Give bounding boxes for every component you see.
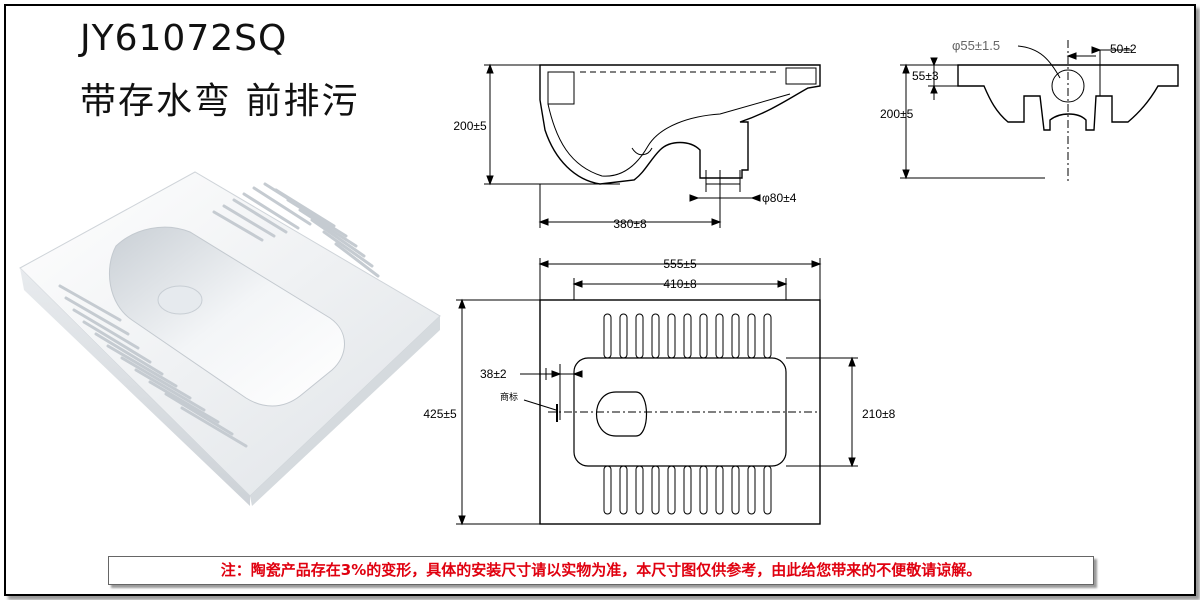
feature-subtitle: 带存水弯 前排污 bbox=[80, 81, 360, 122]
logo-offset-label: 38±2 bbox=[480, 367, 507, 381]
side-length-label: 380±8 bbox=[613, 217, 647, 231]
side-section-view bbox=[484, 63, 821, 228]
logo-label: 商标 bbox=[500, 391, 518, 402]
side-height-label: 200±5 bbox=[453, 119, 487, 133]
overall-depth-label: 425±5 bbox=[423, 407, 457, 421]
front-view bbox=[900, 40, 1179, 182]
front-height-label: 200±5 bbox=[880, 107, 914, 121]
product-photo bbox=[19, 171, 441, 506]
inner-width-label: 410±8 bbox=[663, 277, 697, 291]
outlet-diameter-label: φ80±4 bbox=[762, 191, 797, 205]
model-title: JY61072SQ bbox=[80, 18, 288, 59]
rim-thickness-label: 55±3 bbox=[912, 69, 939, 83]
bowl-depth-label: 210±8 bbox=[862, 407, 896, 421]
inlet-offset-label: 50±2 bbox=[1110, 42, 1137, 56]
disclaimer-note: 注：陶瓷产品存在3%的变形，具体的安装尺寸请以实物为准，本尺寸图仅供参考，由此给… bbox=[108, 556, 1094, 585]
inlet-diameter-label: φ55±1.5 bbox=[952, 38, 1000, 53]
overall-width-label: 555±5 bbox=[663, 257, 697, 271]
top-plan-view bbox=[456, 258, 858, 526]
